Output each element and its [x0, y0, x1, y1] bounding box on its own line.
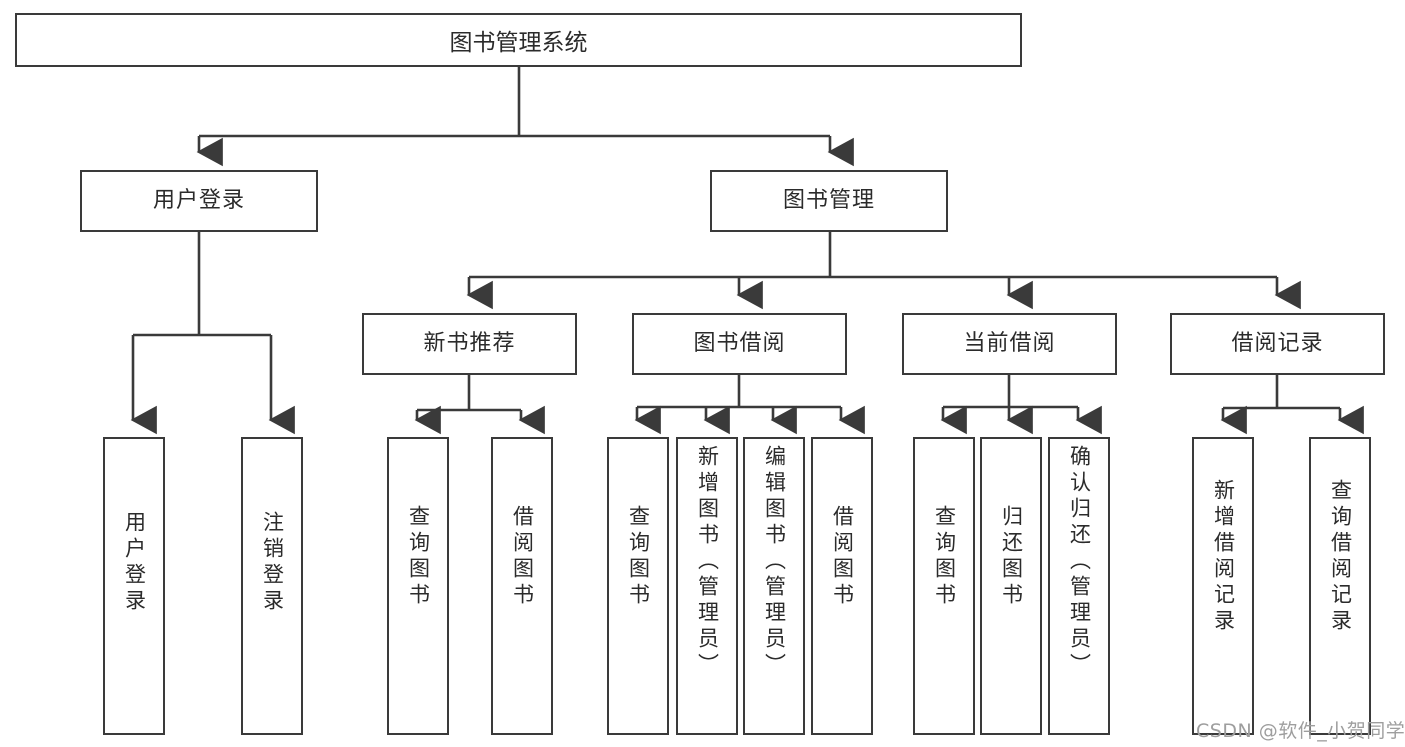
leaf-current-query-book[interactable]: 查询图书 — [913, 437, 975, 735]
node-label: 图书管理系统 — [449, 30, 588, 56]
node-borrow-record[interactable]: 借阅记录 — [1170, 313, 1385, 375]
leaf-user-logout[interactable]: 注销登录 — [241, 437, 303, 735]
leaf-borrow-book[interactable]: 借阅图书 — [811, 437, 873, 735]
node-label: 查询图书 — [406, 505, 431, 609]
node-new-book-recommend[interactable]: 新书推荐 — [362, 313, 577, 375]
node-label: 用户登录 — [152, 187, 245, 213]
leaf-new-book-query[interactable]: 查询图书 — [387, 437, 449, 735]
node-book-management[interactable]: 图书管理 — [710, 170, 948, 232]
node-label: 用户登录 — [122, 511, 147, 615]
node-label: 查询借阅记录 — [1328, 479, 1353, 635]
leaf-record-add[interactable]: 新增借阅记录 — [1192, 437, 1254, 735]
node-label: 图书管理 — [782, 187, 875, 213]
node-label: 借阅记录 — [1231, 330, 1324, 356]
leaf-current-confirm-return-admin[interactable]: 确认归还（管理员） — [1048, 437, 1110, 735]
node-user-login[interactable]: 用户登录 — [80, 170, 318, 232]
csdn-watermark: CSDN @软件_小贺同学 — [1196, 720, 1405, 742]
leaf-borrow-query-book[interactable]: 查询图书 — [607, 437, 669, 735]
leaf-borrow-add-book-admin[interactable]: 新增图书（管理员） — [676, 437, 738, 735]
node-label: 图书借阅 — [693, 330, 786, 356]
node-label: 编辑图书（管理员） — [762, 445, 787, 679]
node-label: 新增借阅记录 — [1211, 479, 1236, 635]
node-label: 借阅图书 — [510, 505, 535, 609]
leaf-borrow-edit-book-admin[interactable]: 编辑图书（管理员） — [743, 437, 805, 735]
node-label: 查询图书 — [626, 505, 651, 609]
leaf-record-query[interactable]: 查询借阅记录 — [1309, 437, 1371, 735]
node-book-borrow[interactable]: 图书借阅 — [632, 313, 847, 375]
node-label: 借阅图书 — [830, 505, 855, 609]
node-root-system[interactable]: 图书管理系统 — [15, 13, 1022, 67]
leaf-current-return-book[interactable]: 归还图书 — [980, 437, 1042, 735]
node-label: 确认归还（管理员） — [1067, 445, 1092, 679]
leaf-new-book-borrow[interactable]: 借阅图书 — [491, 437, 553, 735]
node-label: 新增图书（管理员） — [695, 445, 720, 679]
node-label: 注销登录 — [260, 511, 285, 615]
node-label: 新书推荐 — [423, 330, 516, 356]
node-label: 当前借阅 — [963, 330, 1056, 356]
leaf-user-login[interactable]: 用户登录 — [103, 437, 165, 735]
node-current-borrow[interactable]: 当前借阅 — [902, 313, 1117, 375]
node-label: 查询图书 — [932, 505, 957, 609]
node-label: 归还图书 — [999, 505, 1024, 609]
